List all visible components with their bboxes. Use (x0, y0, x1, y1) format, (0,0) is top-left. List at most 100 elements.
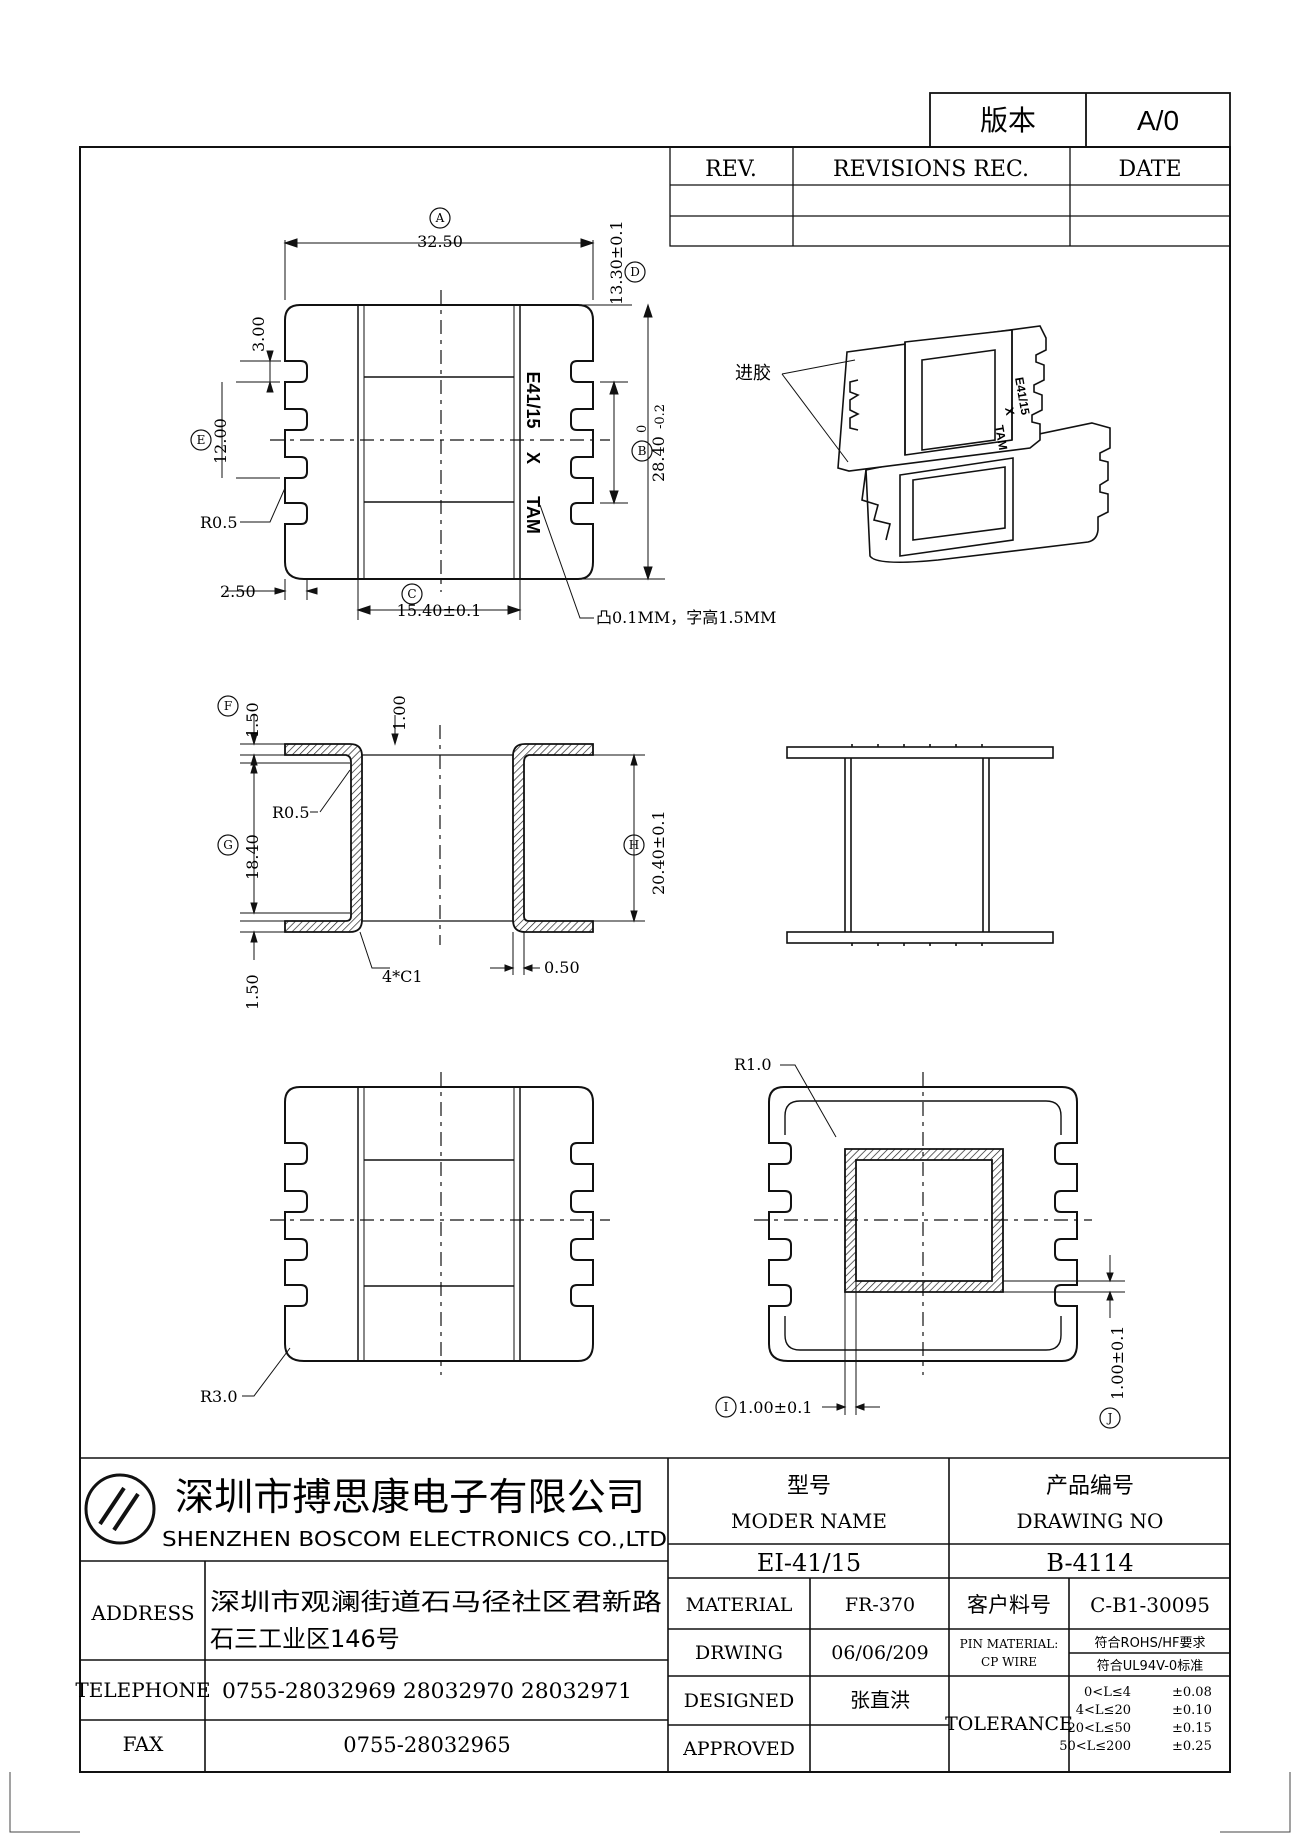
address-line-2: 石三工业区146号 (210, 1625, 400, 1653)
injection-point-callout: 进胶 (735, 363, 771, 384)
dim-f: 1.50 (243, 702, 262, 738)
dim-c: 15.40±0.1 (397, 601, 482, 620)
dim-bottom: 1.50 (243, 974, 262, 1010)
mark-i: I (724, 1400, 729, 1414)
version-label: 版本 (980, 104, 1036, 137)
date-header: DATE (1118, 157, 1181, 182)
pin-material-value: CP WIRE (981, 1655, 1037, 1669)
iso-marking-line-1: E41/15 (1012, 376, 1032, 416)
top-view-balloons (190, 207, 653, 605)
mark-j: J (1106, 1411, 1113, 1425)
designed-label: DESIGNED (684, 1690, 795, 1712)
designed-value: 张直洪 (850, 1688, 910, 1712)
mark-f: F (224, 699, 232, 713)
revisions-table (669, 146, 1231, 247)
dim-left: 2.50 (220, 582, 256, 601)
company-name-cn: 深圳市搏思康电子有限公司 (175, 1475, 645, 1519)
tolerance-range-3: 20<L≤50 (1067, 1721, 1131, 1736)
isometric-view (837, 325, 1111, 564)
telephone-value: 0755-28032969 28032970 28032971 (222, 1679, 632, 1703)
radius-right: R1.0 (734, 1055, 772, 1074)
iso-callout-leaders (781, 359, 856, 463)
side-view (786, 744, 1054, 946)
bottom-view (242, 1072, 610, 1397)
section-dimension-texts: 1.50 1.00 R0.5 18.40 20.40±0.1 1.50 4*C1… (243, 695, 668, 1010)
model-value: EI-41/15 (757, 1549, 861, 1577)
mark-e: E (197, 433, 206, 447)
tolerance-range-2: 4<L≤20 (1076, 1703, 1131, 1718)
marking-line-1: E41/15 (523, 371, 543, 428)
end-view-dimension-lines (780, 1064, 1125, 1415)
material-value: FR-370 (845, 1594, 915, 1616)
mark-g: G (223, 838, 233, 852)
marking-line-2: X (523, 452, 543, 464)
tolerance-value-4: ±0.25 (1172, 1739, 1212, 1754)
chamfer: 4*C1 (382, 967, 423, 986)
marking-line-3: TAM (523, 496, 543, 534)
top-radius: R0.5 (200, 513, 238, 532)
section-balloons (217, 695, 645, 856)
title-block-grid (80, 1457, 1230, 1772)
dim-e: 12.00 (211, 418, 230, 464)
tolerance-value-2: ±0.10 (1172, 1703, 1212, 1718)
section-balloon-marks: F G H (223, 699, 639, 852)
approved-label: APPROVED (682, 1738, 795, 1760)
iso-marking: E41/15 X TAM (992, 376, 1032, 451)
radius-left: R3.0 (200, 1387, 238, 1406)
dim-b-lower: -0.2 (653, 404, 668, 429)
top-view-balloon-marks: A D E B C (197, 211, 647, 601)
mark-a: A (435, 211, 445, 225)
drawing-label-cn: 产品编号 (1046, 1474, 1134, 1499)
crop-marks (9, 1772, 1291, 1833)
mark-d: D (630, 265, 640, 279)
customer-part-label: 客户料号 (967, 1593, 1051, 1617)
tolerance-value-3: ±0.15 (1172, 1721, 1212, 1736)
model-label-cn: 型号 (787, 1474, 831, 1499)
bottom-view-dimension-texts: R3.0 R1.0 1.00±0.1 1.00±0.1 (200, 1055, 1127, 1417)
dim-h: 20.40±0.1 (649, 810, 668, 895)
emboss-note: 凸0.1MM，字高1.5MM (596, 608, 776, 627)
dim-d: 13.30±0.1 (607, 220, 626, 305)
top-view-dimension-texts: 32.50 13.30±0.1 3.00 12.00 0 28.40 -0.2 … (200, 220, 776, 627)
section-view (284, 725, 594, 945)
section-radius: R0.5 (272, 803, 310, 822)
mark-h: H (629, 838, 639, 852)
drawing-date-label: DRWING (695, 1642, 783, 1664)
material-label: MATERIAL (686, 1594, 793, 1616)
fax-label: FAX (123, 1732, 165, 1756)
dim-i: 1.00±0.1 (738, 1398, 812, 1417)
customer-part-value: C-B1-30095 (1090, 1593, 1210, 1617)
end-view-balloons (715, 1396, 1121, 1429)
rev-header: REV. (705, 157, 757, 182)
version-value: A/0 (1137, 105, 1179, 136)
dim-wall: 0.50 (544, 958, 580, 977)
model-label-en: MODER NAME (731, 1509, 887, 1533)
top-view (270, 290, 610, 592)
address-label: ADDRESS (90, 1601, 194, 1625)
mark-c: C (407, 587, 416, 601)
tolerance-label: TOLERANCE (945, 1713, 1073, 1735)
end-view-balloon-marks: I J (724, 1400, 1113, 1425)
dim-top-left: 3.00 (249, 316, 268, 352)
end-view (754, 1072, 1092, 1375)
rohs-note: 符合ROHS/HF要求 (1095, 1635, 1206, 1651)
pin-material-label: PIN MATERIAL: (960, 1637, 1059, 1651)
mark-b: B (638, 444, 647, 458)
top-view-dimension-lines (221, 238, 665, 620)
company-name-en: SHENZHEN BOSCOM ELECTRONICS CO.,LTD (162, 1527, 667, 1551)
iso-marking-line-2: X (1002, 406, 1017, 416)
tolerance-table: 0<L≤4 ±0.08 4<L≤20 ±0.10 20<L≤50 ±0.15 5… (1059, 1685, 1212, 1754)
drawing-number: B-4114 (1046, 1549, 1133, 1577)
top-view-marking: E41/15 X TAM (523, 371, 543, 533)
revisions-rec-header: REVISIONS REC. (833, 157, 1029, 182)
dim-b: 28.40 (649, 436, 668, 482)
version-box (929, 92, 1231, 148)
tolerance-range-1: 0<L≤4 (1084, 1685, 1131, 1700)
address-line-1: 深圳市观澜街道石马径社区君新路 (210, 1588, 662, 1616)
telephone-label: TELEPHONE (75, 1678, 210, 1702)
dim-g: 18.40 (243, 834, 262, 880)
drawing-date: 06/06/209 (831, 1642, 928, 1664)
fax-value: 0755-28032965 (343, 1733, 510, 1757)
drawing-border (79, 146, 1231, 1773)
